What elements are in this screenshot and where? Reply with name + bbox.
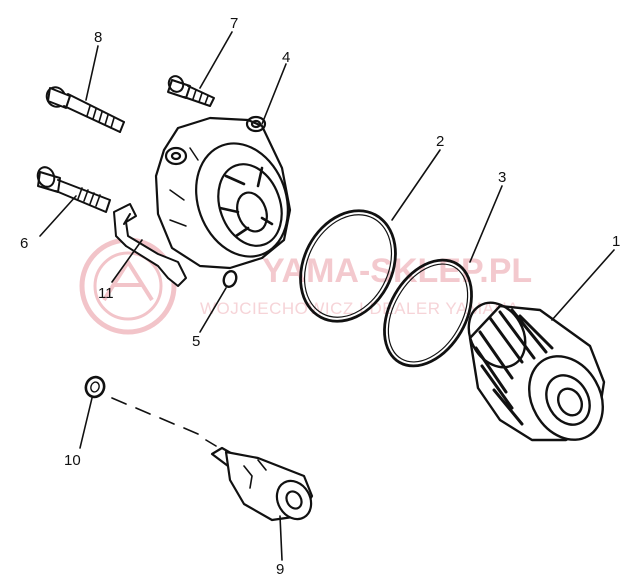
callout-6: 6 [20,235,28,252]
leader-6 [39,195,77,237]
leader-8 [85,45,99,101]
part-11-bracket [113,203,187,287]
part-6-lower-bolt [36,166,111,213]
part-4-filter-cover [154,115,292,270]
part-8-long-bolt [45,86,125,133]
leader-7 [199,31,233,89]
callout-4: 4 [282,49,290,66]
callout-7: 7 [230,15,238,32]
callout-10: 10 [64,452,81,469]
leader-10 [79,397,93,449]
leader-4 [261,63,287,125]
part-10-washer [84,375,106,399]
leader-1 [551,249,615,321]
leader-2 [391,149,441,221]
part-1-oil-filter-element [467,301,606,442]
leader-11 [111,239,143,283]
callout-11: 11 [98,285,114,302]
callout-1: 1 [612,233,620,250]
watermark-logo [79,237,177,335]
callout-2: 2 [436,133,444,150]
part-3-o-ring [383,258,473,368]
leader-9 [279,515,283,561]
assembly-axis-line [111,397,217,447]
callout-3: 3 [498,169,506,186]
part-7-short-bolt [167,75,215,107]
callout-numbers: 8 7 4 6 11 5 2 3 1 10 9 [20,15,620,575]
leader-lines [39,31,615,561]
leader-3 [469,185,503,263]
watermark-subline: WOJCIECHOWICZ I DEALER YAMAHA [200,299,519,318]
leader-5 [199,287,227,333]
part-9-relief-valve [210,446,314,522]
callout-5: 5 [192,333,200,350]
watermark: YAMA-SKLEP.PL WOJCIECHOWICZ I DEALER YAM… [79,237,532,335]
part-5-small-o-ring [222,270,238,288]
watermark-brand: YAMA-SKLEP.PL [262,252,532,290]
part-2-large-o-ring [299,209,397,323]
callout-9: 9 [276,561,284,575]
callout-8: 8 [94,29,102,46]
